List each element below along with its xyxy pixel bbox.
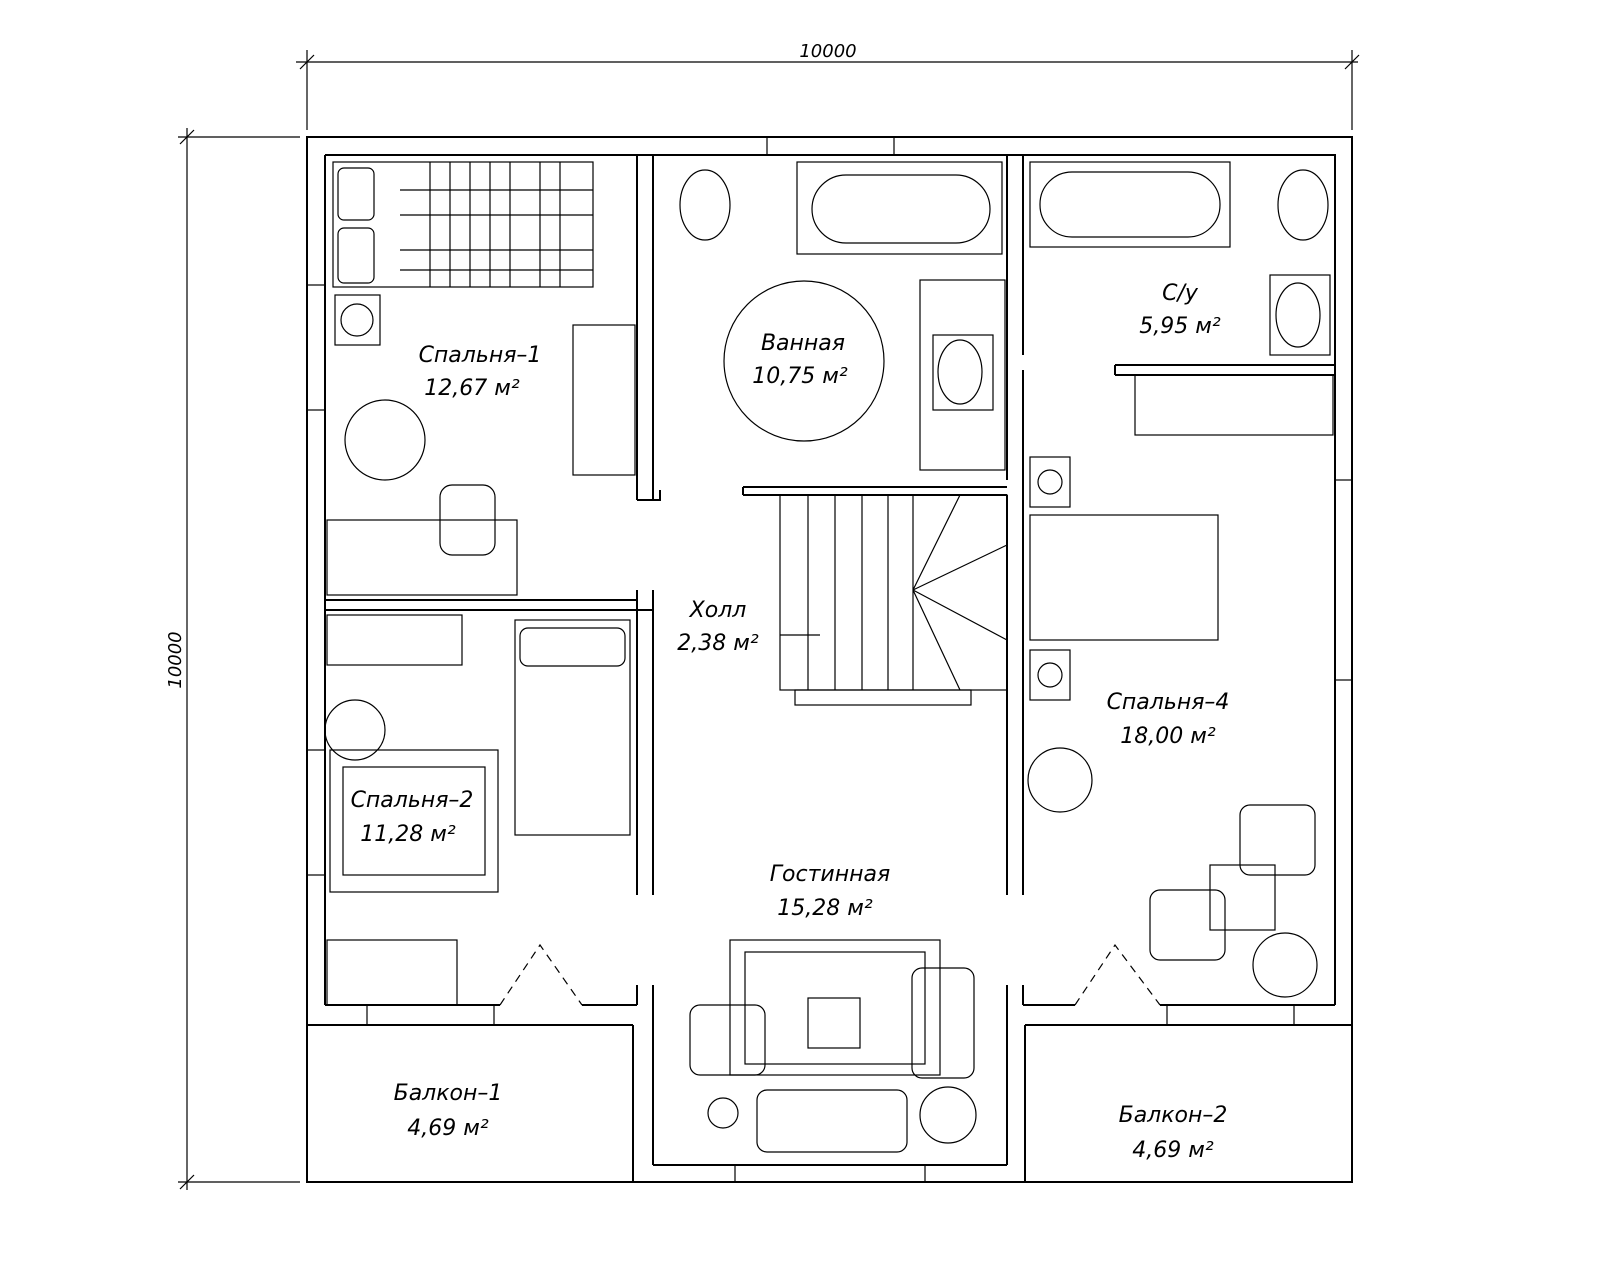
rug: [729, 939, 941, 1076]
plant-icon: [324, 699, 386, 761]
toilet-icon: [679, 169, 731, 241]
vanity: [919, 279, 1006, 471]
furniture: [324, 161, 1334, 1153]
bathtub: [796, 161, 1003, 255]
window: [1166, 1004, 1295, 1026]
wardrobe: [1134, 374, 1334, 436]
room-name: Балкон–2: [1119, 1103, 1228, 1128]
rug: [329, 749, 499, 893]
chair: [439, 484, 496, 556]
armchair: [1239, 804, 1316, 876]
dimension-width-label: 10000: [799, 41, 856, 62]
nightstand: [334, 294, 381, 346]
coffee-table: [1209, 864, 1276, 931]
staircase-outline: [779, 494, 1008, 691]
room-area: 2,38 м²: [677, 631, 759, 656]
lamp-icon: [707, 1097, 739, 1129]
room-area: 5,95 м²: [1139, 314, 1221, 339]
room-area: 11,28 м²: [360, 822, 456, 847]
bed-bedroom-4: [1029, 514, 1219, 641]
room-name: Балкон–1: [394, 1081, 503, 1106]
lamp-icon: [1037, 662, 1063, 688]
room-name: Ванная: [761, 331, 845, 356]
coffee-table: [807, 997, 861, 1049]
lamp-icon: [340, 303, 374, 337]
bed-bedroom-1: [332, 161, 594, 288]
room-name: Холл: [689, 598, 747, 623]
bathtub-basin: [811, 174, 991, 244]
window: [306, 284, 326, 411]
window: [306, 749, 326, 876]
window: [1334, 479, 1353, 681]
armchair: [689, 1004, 766, 1076]
sofa: [911, 967, 975, 1079]
room-name: Спальня–1: [419, 343, 542, 368]
pillow: [519, 627, 626, 667]
room-area: 4,69 м²: [1132, 1138, 1214, 1163]
room-name: Гостинная: [770, 862, 890, 887]
sofa: [756, 1089, 908, 1153]
staircase: [779, 494, 1008, 706]
nightstand: [1029, 649, 1071, 701]
sink-icon: [1269, 274, 1331, 356]
desk: [326, 519, 518, 596]
room-name: Спальня–4: [1107, 690, 1230, 715]
bathtub: [1029, 161, 1231, 248]
rug-inner: [342, 766, 486, 876]
nightstand: [1029, 456, 1071, 508]
room-area: 12,67 м²: [424, 376, 520, 401]
room-name: Спальня–2: [351, 788, 474, 813]
stair-steps: [780, 494, 1008, 691]
room-area: 10,75 м²: [752, 364, 848, 389]
armchair: [1149, 889, 1226, 961]
window: [734, 1164, 926, 1183]
lamp-icon: [1037, 469, 1063, 495]
sink-icon: [932, 334, 994, 411]
plant-icon: [1027, 747, 1093, 813]
dimension-height: 10000: [165, 128, 300, 1190]
stair-landing: [794, 689, 972, 706]
dimension-height-label: 10000: [165, 631, 186, 688]
window: [766, 136, 895, 156]
room-area: 18,00 м²: [1120, 724, 1216, 749]
plant-icon: [919, 1086, 977, 1144]
bed-bedroom-2: [514, 619, 631, 836]
window: [366, 1004, 495, 1026]
sink-basin: [937, 339, 983, 405]
rug-inner: [744, 951, 926, 1065]
desk: [326, 939, 458, 1006]
room-name: С/у: [1162, 281, 1199, 306]
bed-hatching: [400, 162, 593, 287]
balcony-door-swing: [499, 943, 1161, 1006]
plant-icon: [1252, 932, 1318, 998]
plant-icon: [344, 399, 426, 481]
room-area: 15,28 м²: [777, 896, 873, 921]
sink-basin: [1275, 282, 1321, 348]
room-area: 4,69 м²: [407, 1116, 489, 1141]
toilet-icon: [1277, 169, 1329, 241]
walls: [306, 136, 1353, 1183]
bathtub-basin: [1039, 171, 1221, 238]
room-labels: Спальня–1 12,67 м² Ванная 10,75 м² С/у 5…: [351, 281, 1230, 1163]
pillow: [337, 167, 375, 221]
pillow: [337, 227, 375, 284]
dimension-width: 10000: [296, 41, 1360, 130]
bath-rug: [723, 280, 885, 442]
wardrobe: [572, 324, 636, 476]
wardrobe: [326, 614, 463, 666]
